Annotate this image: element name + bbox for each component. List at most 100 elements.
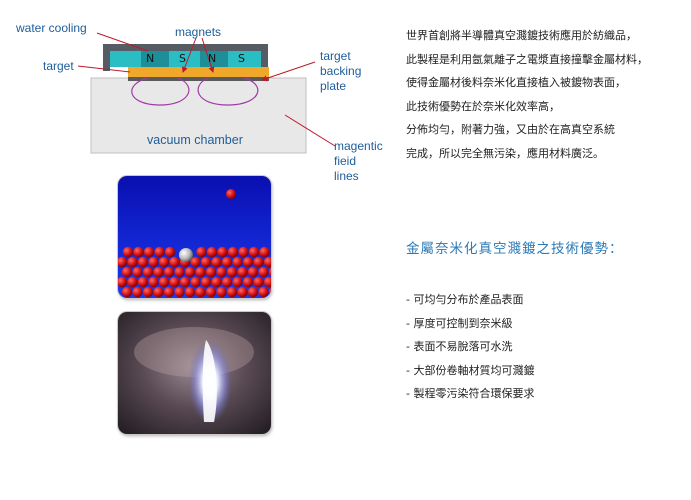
lattice-atom [154,246,165,258]
label-field-line-2: fieid [334,154,357,168]
intro-line: 此製程是利用氬氣離子之電漿直接撞擊金屬材料， [406,52,648,66]
backing-plate [128,77,269,81]
diagram-graphic [77,32,336,154]
label-backing-line-3: plate [320,79,347,93]
lattice-atom [127,256,138,268]
argon-ion [179,248,193,262]
lattice-atom [247,266,259,278]
lattice-atom [142,286,154,298]
pointer-water-cooling [96,32,149,52]
lattice-atom [227,246,239,258]
pole-label-4: S [238,52,245,65]
lattice-atom [242,276,254,288]
lattice-atom [258,266,269,278]
lattice-atom [179,276,191,288]
lattice-atom [148,256,159,268]
label-magnetic-field-lines: magentic fieid lines [334,139,383,184]
lattice-atom [248,246,260,258]
advantages-list: - 可均勻分布於產品表面 - 厚度可控制到奈米級 - 表面不易脫落可水洗 - 大… [406,288,534,406]
pointer-magnets-2 [201,37,215,73]
lattice-atom [122,246,134,258]
intro-line: 分佈均勻，附著力強，又由於在高真空系統 [406,123,615,136]
lattice-atom [169,276,180,288]
lattice-atom [237,286,248,298]
pole-label-2: S [179,52,186,65]
label-field-line-1: magentic [334,139,383,153]
lattice-atom [121,286,133,298]
lattice-atom [263,256,271,268]
water-cooling-housing [103,44,268,51]
intro-line: 世界首創將半導體真空濺鍍技術應用於紡織品， [406,29,637,42]
lattice-atom [200,276,212,288]
lattice-atom [121,266,133,278]
lattice-atom [205,266,217,278]
lattice-atom [163,266,175,278]
lattice-atom [163,286,175,298]
plasma-glow-graphic [118,312,271,434]
lattice-atom [206,246,218,258]
plasma-core [202,340,217,422]
lattice-atom [253,256,264,268]
magnetron-sputtering-diagram: N S N S water cooling magnets target tar… [0,0,400,190]
target-atom-lattice [118,246,271,298]
intro-line: 完成，所以完全無污染，應用材料廣泛。 [406,146,604,160]
field-line-right [197,77,259,106]
field-line-left [131,77,190,106]
lattice-atom [247,286,259,298]
lattice-atom [169,256,180,268]
label-water-cooling: water cooling [16,21,87,35]
lattice-atom [253,276,264,288]
pole-label-1: N [146,52,155,65]
lattice-atom [142,266,154,278]
flying-atom [226,189,236,199]
sputter-simulation-photo [118,176,271,298]
lattice-atom [263,276,271,288]
label-target: target [43,59,74,73]
lattice-atom [237,266,248,278]
plasma-glow-photo [118,312,271,434]
lattice-atom [137,256,149,268]
lattice-atom [132,266,143,278]
pointer-magnets-1 [181,37,197,73]
label-vacuum-chamber: vacuum chamber [147,133,243,147]
label-backing-line-2: backing [320,64,362,78]
pointer-target [77,65,131,73]
water-cooling-side-left [103,51,110,71]
lattice-atom [127,276,138,288]
advantage-item: - 厚度可控制到奈米級 [406,316,513,330]
lattice-atom [268,267,271,277]
lattice-atom [259,246,270,258]
intro-line: 使得金屬材後料奈米化直接植入被鍍物表面， [406,76,626,89]
lattice-atom [133,246,144,258]
lattice-atom [216,266,227,278]
lattice-atom [174,286,185,298]
lattice-atom [174,266,185,278]
pointer-field-lines [284,114,336,147]
lattice-atom [226,266,238,278]
lattice-atom [118,256,128,268]
water-cooling-side-right [261,51,268,71]
lattice-atom [190,256,201,268]
pole-label-3: N [208,52,217,65]
lattice-atom [216,286,227,298]
label-target-backing-plate: target backing plate [320,49,361,94]
lattice-atom [195,266,206,278]
lattice-atom [221,276,233,288]
pointer-backing-plate [261,61,316,82]
advantage-item: - 製程零污染符合環保要求 [406,387,535,400]
advantages-heading: 金屬奈米化真空濺鍍之技術優勢： [406,241,624,257]
lattice-atom [211,276,222,288]
lattice-atom [196,246,207,258]
lattice-atom [242,256,254,268]
lattice-atom [153,266,164,278]
lattice-atom [190,276,201,288]
lattice-atom [153,286,164,298]
advantage-item: - 大部份卷軸材質均可濺鍍 [406,363,535,377]
label-magnets: magnets [175,25,222,39]
lattice-atom [184,266,196,278]
lattice-atom [217,246,228,258]
intro-line: 此技術優勢在於奈米化效率高， [406,99,560,113]
label-backing-line-1: target [320,49,351,63]
lattice-atom [205,286,217,298]
lattice-atom [211,256,222,268]
